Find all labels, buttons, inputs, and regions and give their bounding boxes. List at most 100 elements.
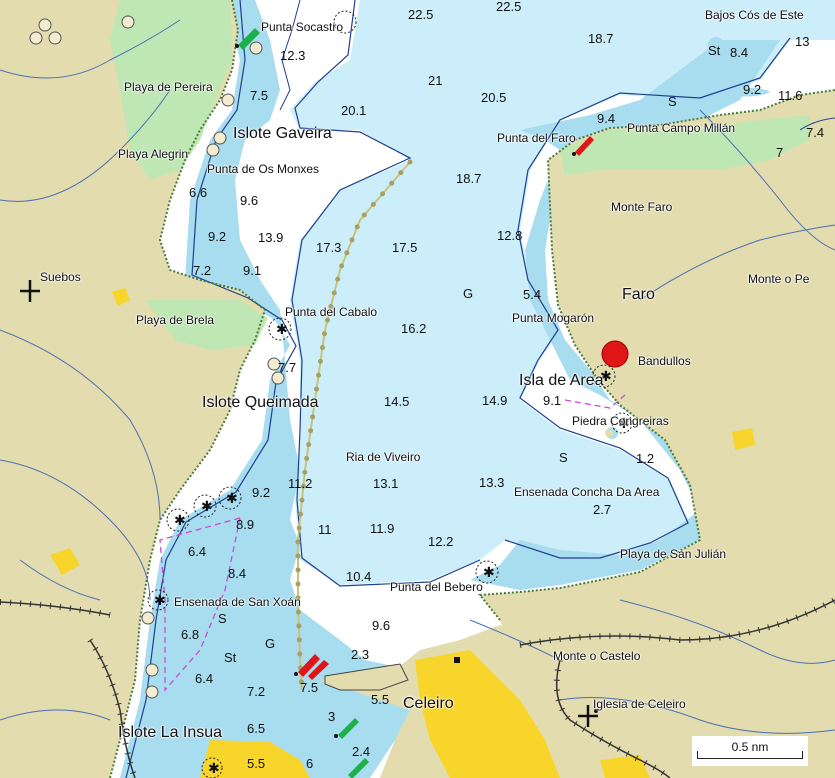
seabed-code: S xyxy=(559,450,568,465)
road xyxy=(0,459,151,601)
harbour-wall xyxy=(324,663,409,691)
place-label: Ensenada de San Xoán xyxy=(174,595,301,609)
place-label: Punta del Cabalo xyxy=(285,305,378,319)
vegetation-brela xyxy=(145,300,268,350)
island-label: Islote Queimada xyxy=(202,394,319,411)
depth-sounding: 11.9 xyxy=(370,521,395,536)
depth-sounding: 7.4 xyxy=(806,125,825,140)
place-label: Punta Socastro xyxy=(261,20,344,34)
depth-sounding: 9.2 xyxy=(208,229,227,244)
depth-sounding: 1.2 xyxy=(636,451,655,466)
depth-sounding: 16.2 xyxy=(401,321,427,336)
land-east xyxy=(480,90,835,778)
depth-contour-outer xyxy=(279,0,301,111)
depth-sounding: 2.3 xyxy=(351,647,370,662)
depth-sounding: 3 xyxy=(328,709,336,724)
island-label: Islote La Insua xyxy=(118,724,223,741)
depth-sounding: 6.8 xyxy=(181,627,200,642)
depth-sounding: 9.6 xyxy=(240,193,259,208)
place-label: Monte Faro xyxy=(611,200,673,214)
depth-sounding: 13 xyxy=(795,34,810,49)
depth-sounding: 11.2 xyxy=(288,476,313,491)
depth-sounding: 6.4 xyxy=(188,544,207,559)
medium-depth-area xyxy=(212,0,835,585)
vegetation-west xyxy=(110,0,232,180)
place-label: Punta del Bebero xyxy=(390,580,483,594)
road xyxy=(0,329,161,521)
depth-sounding: 20.1 xyxy=(341,103,367,118)
restricted-area xyxy=(159,517,241,692)
depth-sounding: 18.7 xyxy=(456,171,482,186)
depth-sounding: 5.5 xyxy=(247,756,266,771)
route-line xyxy=(297,161,411,691)
depth-sounding: 7 xyxy=(776,145,784,160)
depth-sounding: 22.5 xyxy=(408,7,434,22)
scale-label: 0.5 nm xyxy=(731,740,769,754)
depth-sounding: 2.4 xyxy=(352,744,371,759)
depth-sounding: 9.2 xyxy=(743,82,762,97)
road xyxy=(0,709,111,721)
depth-sounding: 10.4 xyxy=(346,569,372,584)
place-label: Punta de Os Monxes xyxy=(207,162,320,176)
place-label: Celeiro xyxy=(403,695,454,712)
depth-sounding: 20.5 xyxy=(481,90,507,105)
urban-north-east xyxy=(600,755,650,778)
svg-text:✱: ✱ xyxy=(174,512,186,528)
lighthouse-light xyxy=(601,340,629,368)
depth-sounding: 9.1 xyxy=(243,263,262,278)
depth-contour xyxy=(291,0,481,587)
depth-contour-west xyxy=(125,0,297,778)
svg-text:✱: ✱ xyxy=(208,760,220,776)
railway-ties xyxy=(519,597,835,648)
depth-sounding: 14.5 xyxy=(384,394,410,409)
place-label: Ria de Viveiro xyxy=(346,450,421,464)
depth-sounding: 6.5 xyxy=(247,721,266,736)
restricted-area xyxy=(564,394,626,409)
vegetation-east xyxy=(560,115,810,175)
depth-sounding: 9.1 xyxy=(543,393,562,408)
place-label: Iglesia de Celeiro xyxy=(593,697,686,711)
svg-text:✱: ✱ xyxy=(154,592,166,608)
place-label: Playa de San Julián xyxy=(620,547,727,561)
depth-sounding: 13.3 xyxy=(479,475,505,490)
coastline xyxy=(109,0,267,778)
depth-sounding: 7.2 xyxy=(247,684,266,699)
island-label: Islote Gaveira xyxy=(233,125,332,142)
place-label: Punta del Faro xyxy=(497,131,576,145)
road xyxy=(0,19,181,79)
depth-sounding: 17.3 xyxy=(316,240,342,255)
depth-sounding: 7.5 xyxy=(300,680,319,695)
road xyxy=(619,599,835,664)
road xyxy=(699,109,835,251)
place-label: Playa Alegrin xyxy=(118,147,189,161)
svg-text:✱: ✱ xyxy=(201,498,213,514)
shallow-water-area xyxy=(120,0,420,778)
place-label: Punta Mogarón xyxy=(512,311,595,325)
seabed-code: G xyxy=(463,286,474,301)
depth-sounding: 11.6 xyxy=(778,88,803,103)
place-label: Playa de Brela xyxy=(136,313,215,327)
road xyxy=(469,619,561,661)
coastline-east xyxy=(478,89,835,621)
land-west xyxy=(0,0,265,778)
svg-text:✱: ✱ xyxy=(483,564,495,580)
depth-sounding: 17.5 xyxy=(392,240,418,255)
place-label: Piedra Congreiras xyxy=(572,414,669,428)
depth-sounding: 7.7 xyxy=(278,360,297,375)
depth-sounding: 12.3 xyxy=(280,48,306,63)
railway xyxy=(89,639,136,778)
urban-south-west xyxy=(200,740,310,778)
seabed-code: G xyxy=(265,636,276,651)
depth-sounding: 13.1 xyxy=(373,476,399,491)
depth-sounding: 18.7 xyxy=(588,31,614,46)
place-label: Punta Campo Millán xyxy=(627,121,736,135)
depth-contour-east xyxy=(504,37,791,559)
road xyxy=(559,697,835,734)
depth-sounding: 7.2 xyxy=(193,263,212,278)
anchorage-markers: ✱ ✱ ✱ ✱ ✱ ✱ ✱ ✱ ✱ xyxy=(147,10,633,778)
depth-sounding: 14.9 xyxy=(482,393,508,408)
road xyxy=(0,89,171,202)
depth-sounding: 9.6 xyxy=(372,618,391,633)
seabed-code: S xyxy=(218,611,227,626)
